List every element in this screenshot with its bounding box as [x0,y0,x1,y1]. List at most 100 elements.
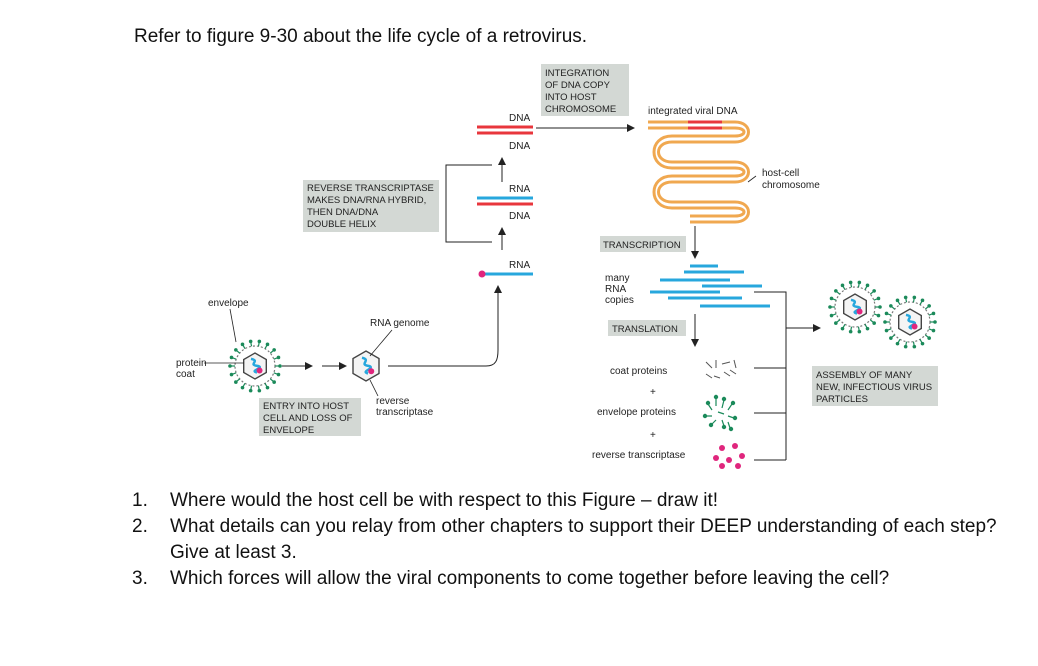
svg-text:RNA: RNA [605,284,626,295]
new-virus-particle [828,280,882,334]
envelope-spike-head [834,321,838,325]
envelope-spike-head [272,348,276,352]
svg-text:DOUBLE HELIX: DOUBLE HELIX [307,219,377,230]
svg-text:coat: coat [176,369,195,380]
envelope-spike-head [828,305,832,309]
envelope-spike-head [234,348,238,352]
envelope-spike-head [857,329,862,334]
rna-genome-strand [850,298,861,315]
envelope-spike-head [872,289,876,293]
envelope-spike-head [240,342,245,347]
question-item: 1. Where would the host cell be with res… [132,488,1012,514]
envelope-spike-head [848,280,853,285]
envelope-proteins-label: envelope proteins [597,407,676,418]
transcription-label: TRANSCRIPTION [600,236,686,252]
translation-label: TRANSLATION [608,320,686,336]
svg-text:TRANSCRIPTION: TRANSCRIPTION [603,240,681,251]
rna-genome-strand [361,356,372,375]
svg-text:DNA: DNA [509,141,530,152]
reverse-transcriptase-dot [368,368,375,375]
rna-genome-strand [905,313,916,330]
svg-text:ENTRY INTO HOST: ENTRY INTO HOST [263,401,349,412]
reverse-transcriptase-label: reverse transcriptase [376,396,434,418]
reverse-transcription-bracket [445,164,492,243]
question-item: 2. What details can you relay from other… [132,514,1012,566]
question-text: What details can you relay from other ch… [170,516,997,563]
envelope-spike-head [883,320,887,324]
envelope-spike-head [884,311,889,316]
envelope-spike-head [903,295,908,300]
envelope-spike-head [248,339,253,344]
envelope-spike-head [865,283,870,288]
svg-text:chromosome: chromosome [762,180,820,191]
protein-coat-label: protein coat [176,358,207,380]
question-list: 1. Where would the host cell be with res… [132,488,1012,592]
svg-text:DNA: DNA [509,113,530,124]
dna-dna-duplex: DNA DNA [477,113,533,152]
envelope-spike-head [912,295,917,300]
host-cell-chromosome-label: host-cell chromosome [762,168,820,191]
envelope-spike-head [229,372,234,377]
host-chromosome [648,120,750,224]
page-heading: Refer to figure 9-30 about the life cycl… [134,26,588,47]
svg-text:ENVELOPE: ENVELOPE [263,425,314,436]
many-rna-copies [650,264,770,308]
envelope-spike-head [276,372,281,377]
svg-text:NEW, INFECTIOUS VIRUS: NEW, INFECTIOUS VIRUS [816,382,932,393]
envelope-spike-head [903,344,908,349]
assembly-bracket [754,291,787,461]
coat-protein-fragments [705,359,737,379]
question-number: 3. [132,568,148,589]
envelope-spike-head [829,313,834,318]
rna-genome-label: RNA genome [370,318,430,329]
svg-text:INTO HOST: INTO HOST [545,92,597,103]
coat-proteins-label: coat proteins [610,366,667,377]
integrated-viral-segment [688,120,722,130]
envelope-spike-head [834,289,838,293]
envelope-spike-head [257,388,262,393]
envelope-spike-head [848,329,853,334]
plus-1: + [650,387,656,398]
entry-label: ENTRY INTO HOST CELL AND LOSS OF ENVELOP… [259,398,361,436]
envelope-spike-head [889,336,893,340]
naked-capsid [352,350,380,382]
reverse-transcriptase-box: REVERSE TRANSCRIPTASE MAKES DNA/RNA HYBR… [303,180,439,232]
rna-dna-hybrid: RNA DNA [477,184,533,222]
question-text: Where would the host cell be with respec… [170,490,719,511]
integration-label: INTEGRATION OF DNA COPY INTO HOST CHROMO… [541,64,629,116]
svg-text:ASSEMBLY OF MANY: ASSEMBLY OF MANY [816,370,913,381]
question-item: 3. Which forces will allow the viral com… [132,566,1012,592]
question-number: 1. [132,490,148,511]
svg-text:RNA: RNA [509,260,530,271]
envelope-spike-head [933,320,937,324]
svg-text:copies: copies [605,295,634,306]
svg-text:CHROMOSOME: CHROMOSOME [545,104,616,115]
envelope-spike-head [265,342,270,347]
svg-text:PARTICLES: PARTICLES [816,394,868,405]
svg-text:many: many [605,273,629,284]
svg-text:MAKES DNA/RNA HYBRID,: MAKES DNA/RNA HYBRID, [307,195,426,206]
reverse-transcriptase-dot [856,308,863,315]
envelope-spike-head [895,341,900,346]
plus-2: + [650,430,656,441]
envelope-spike-head [240,385,245,390]
envelope-spike-head [840,326,845,331]
many-rna-copies-label: many RNA copies [605,273,634,306]
envelope-label: envelope [208,298,249,309]
envelope-spike-head [895,298,900,303]
reverse-transcriptase-dot [256,367,263,374]
envelope-spike-head [265,385,270,390]
envelope-spike-head [912,344,917,349]
reverse-transcriptase-dot [911,323,918,330]
reverse-transcriptase-product-label: reverse transcriptase [592,450,686,461]
envelope-spike-head [278,364,282,368]
svg-text:INTEGRATION: INTEGRATION [545,68,609,79]
envelope-spike-head [872,321,876,325]
envelope-spike-head [229,355,234,360]
uncoating-arrow [388,285,502,367]
envelope-spike-head [878,305,882,309]
envelope-spike-head [927,304,931,308]
envelope-spike-head [840,283,845,288]
envelope-spike-head [884,328,889,333]
svg-text:CELL AND LOSS OF: CELL AND LOSS OF [263,413,353,424]
